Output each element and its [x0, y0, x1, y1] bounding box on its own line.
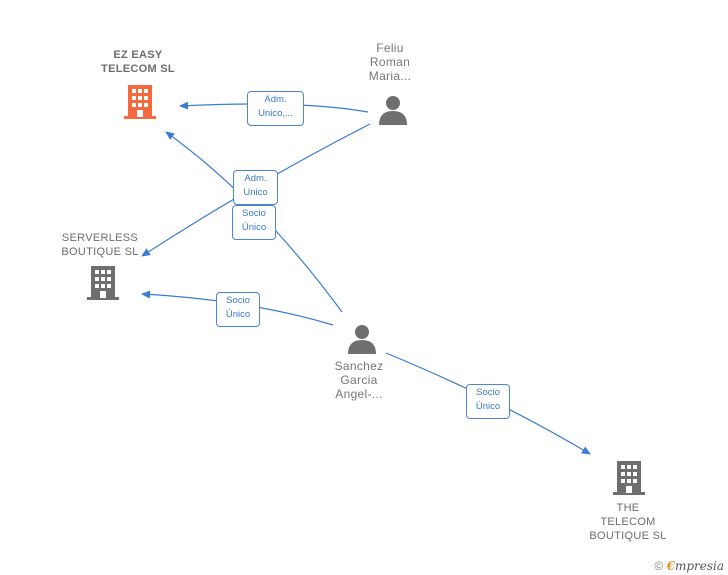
- edge-label-line: Único: [241, 222, 267, 233]
- edge-label-sanchez-telecom[interactable]: Socio Único: [466, 384, 510, 419]
- node-label-line: TELECOM SL: [101, 63, 175, 75]
- edge-label-line: Adm.: [264, 94, 287, 105]
- node-label-line: BOUTIQUE SL: [61, 246, 139, 258]
- node-label-line: THE: [616, 502, 640, 514]
- empresia-logo-mark: €: [666, 559, 675, 573]
- node-label-line: Roman: [369, 55, 411, 69]
- edge-label-sanchez-ez-easy[interactable]: Socio Único: [232, 205, 276, 240]
- edge-label-line: Socio: [476, 387, 500, 398]
- empresia-logo-text: mpresia: [674, 559, 724, 573]
- edge-label-line: Socio: [242, 208, 266, 219]
- edge-label-line: Único: [475, 401, 501, 412]
- person-icon-sanchez[interactable]: [347, 324, 377, 354]
- edge-label-line: Unico,...: [258, 108, 293, 119]
- node-label-line: BOUTIQUE SL: [589, 530, 667, 542]
- empresia-logo: €mpresia: [667, 559, 724, 573]
- node-label-line: Maria...: [368, 69, 412, 83]
- node-label-line: EZ EASY: [113, 49, 163, 61]
- edge-label-sanchez-serverless[interactable]: Socio Único: [216, 292, 260, 327]
- node-label-line: Feliu: [376, 41, 404, 55]
- node-label-line: Angel-...: [335, 387, 383, 401]
- building-icon-the-telecom[interactable]: [613, 461, 645, 495]
- node-label-ez-easy[interactable]: EZ EASY TELECOM SL: [88, 48, 188, 76]
- edge-label-line: Socio: [226, 295, 250, 306]
- edge-label-feliu-serverless[interactable]: Adm. Unico: [233, 170, 278, 205]
- node-label-serverless[interactable]: SERVERLESS BOUTIQUE SL: [50, 231, 150, 259]
- building-icon-ez-easy[interactable]: [124, 85, 156, 119]
- node-label-the-telecom[interactable]: THE TELECOM BOUTIQUE SL: [578, 501, 678, 543]
- empresia-watermark: © €mpresia: [654, 559, 724, 573]
- building-icon-serverless[interactable]: [87, 266, 119, 300]
- node-label-line: TELECOM: [600, 516, 656, 528]
- node-label-line: Sanchez: [334, 359, 384, 373]
- edge-label-line: Unico: [243, 187, 268, 198]
- node-label-line: Garcia: [340, 373, 378, 387]
- copyright-icon: ©: [654, 559, 664, 573]
- node-label-sanchez[interactable]: Sanchez Garcia Angel-...: [324, 359, 394, 401]
- node-label-feliu[interactable]: Feliu Roman Maria...: [355, 41, 425, 83]
- edge-label-line: Adm.: [244, 173, 267, 184]
- edge-label-feliu-ez-easy[interactable]: Adm. Unico,...: [247, 91, 304, 126]
- person-icon-feliu[interactable]: [378, 95, 408, 125]
- node-label-line: SERVERLESS: [61, 232, 139, 244]
- edge-label-line: Único: [225, 309, 251, 320]
